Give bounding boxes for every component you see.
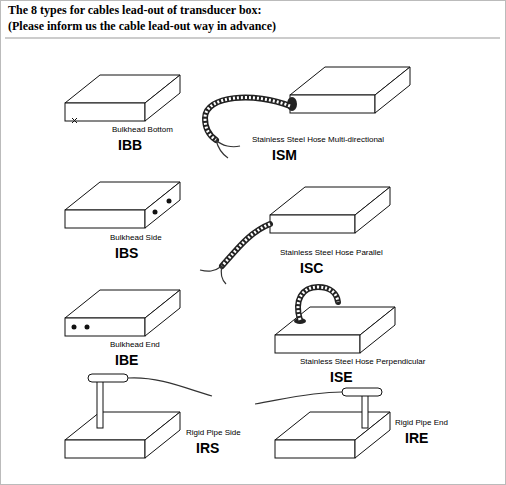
box-side: [360, 307, 395, 353]
box-side: [145, 182, 180, 228]
transducer-box: [270, 187, 390, 233]
type-name: Bulkhead Side: [110, 233, 162, 242]
box-side: [145, 412, 180, 458]
steel-hose: [298, 287, 338, 320]
box-side: [145, 290, 180, 336]
bulkhead-gland: [153, 210, 158, 215]
hose-braid: [298, 287, 338, 320]
box-front: [275, 335, 360, 353]
transducer-box: [275, 307, 395, 353]
bulkhead-gland: [167, 199, 172, 204]
type-name: Rigid Pipe Side: [186, 428, 241, 437]
type-name: Stainless Steel Hose Parallel: [280, 248, 383, 257]
transducer-box: [65, 75, 180, 121]
bulkhead-mark: [72, 118, 77, 123]
page-title: The 8 types for cables lead-out of trans…: [8, 4, 262, 18]
box-side: [375, 67, 410, 113]
cable: [255, 392, 342, 404]
steel-hose: [205, 98, 290, 140]
type-code: IBB: [118, 137, 142, 153]
type-code: ISE: [330, 369, 353, 385]
bulkhead-gland: [85, 325, 90, 330]
cable-ends: [200, 266, 226, 284]
type-name: Bulkhead Bottom: [112, 125, 173, 134]
type-name: Rigid Pipe End: [395, 418, 448, 427]
type-code: IBS: [115, 245, 138, 261]
type-code: ISC: [300, 260, 323, 276]
type-code: ISM: [272, 147, 297, 163]
type-code: IBE: [115, 352, 138, 368]
bulkhead-gland: [72, 325, 77, 330]
hose-braid: [205, 98, 290, 140]
title-rule: [5, 38, 500, 39]
transducer-box: [65, 290, 180, 336]
box-front: [65, 318, 145, 336]
type-name: Bulkhead End: [110, 340, 160, 349]
box-front: [65, 210, 145, 228]
box-front: [65, 440, 145, 458]
rigid-pipe: [362, 394, 368, 428]
transducer-box: [65, 412, 180, 458]
cable: [128, 378, 212, 396]
box-front: [290, 95, 375, 113]
type-name: Stainless Steel Hose Multi-directional: [252, 135, 384, 144]
cable-ends: [216, 140, 240, 158]
steel-hose: [222, 224, 270, 266]
box-side: [355, 187, 390, 233]
transducer-box: [65, 182, 180, 228]
box-front: [275, 440, 355, 458]
transducer-box: [275, 412, 390, 458]
pipe-head: [342, 388, 382, 396]
box-front: [270, 215, 355, 233]
pipe-head: [88, 374, 128, 382]
type-code: IRS: [196, 440, 219, 456]
box-side: [355, 412, 390, 458]
type-name: Stainless Steel Hose Perpendicular: [300, 357, 425, 366]
box-side: [145, 75, 180, 121]
rigid-pipe: [97, 380, 103, 428]
transducer-box: [290, 67, 410, 113]
hose-braid: [222, 224, 270, 266]
title-note: (Please inform us the cable lead-out way…: [8, 20, 276, 34]
type-code: IRE: [405, 430, 428, 446]
